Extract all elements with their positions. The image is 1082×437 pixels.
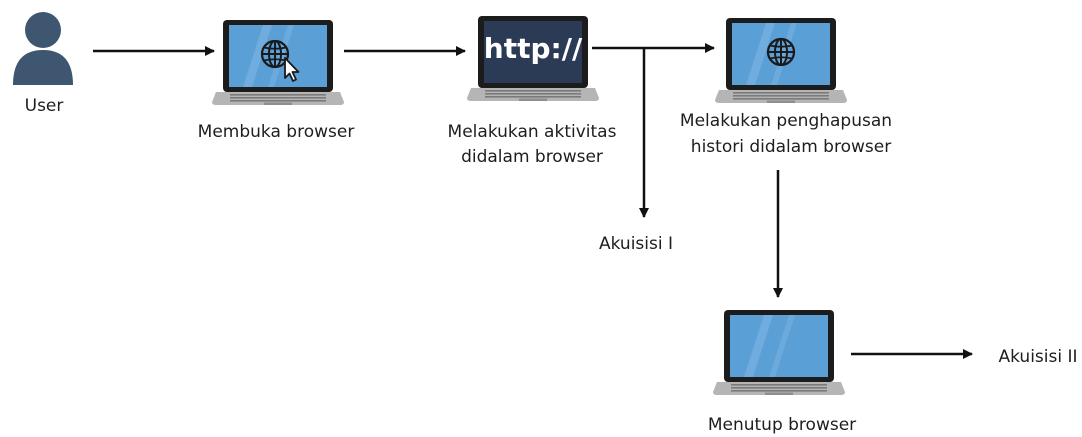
laptop-close-browser xyxy=(713,310,845,395)
laptop-delete-history xyxy=(715,18,847,103)
globe-cursor-icon xyxy=(260,39,300,82)
laptop-open-browser xyxy=(212,20,344,105)
acquisition-2-label: Akuisisi II xyxy=(998,347,1077,367)
delete-history-label-line1: Melakukan penghapusan xyxy=(680,111,892,131)
http-icon: http:// xyxy=(484,32,583,65)
user-label: User xyxy=(25,96,64,116)
open-browser-label: Membuka browser xyxy=(198,122,355,142)
user-icon xyxy=(13,12,73,85)
globe-icon xyxy=(766,37,796,67)
laptop-activity: http:// xyxy=(467,16,599,101)
activity-label-line2: didalam browser xyxy=(461,147,603,167)
acquisition-1-label: Akuisisi I xyxy=(599,234,673,254)
activity-label-line1: Melakukan aktivitas xyxy=(448,122,617,142)
delete-history-label-line2: histori didalam browser xyxy=(691,137,891,157)
close-browser-label: Menutup browser xyxy=(708,415,856,435)
